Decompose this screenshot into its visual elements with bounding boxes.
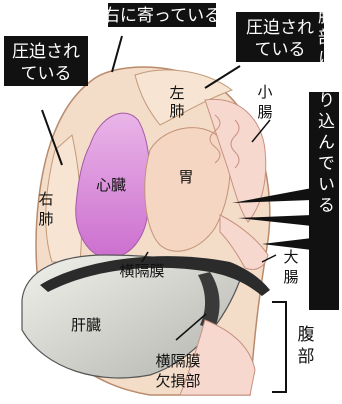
callout-right-shift: 右に寄っている bbox=[103, 3, 221, 27]
callout-compressed-left-line1: 圧迫され bbox=[12, 42, 80, 62]
callout-right-shift-text: 右に寄っている bbox=[103, 6, 221, 26]
callout-compressed-right-line1: 圧迫され bbox=[246, 18, 314, 38]
label-defect-1: 横隔膜 bbox=[155, 352, 200, 370]
label-defect-2: 欠損部 bbox=[155, 372, 200, 390]
label-right-lung-1: 右 bbox=[38, 190, 53, 208]
callout-entering-chest-text: 胸部に入り込んでいる bbox=[314, 7, 335, 217]
pointer-heart bbox=[112, 36, 122, 72]
label-stomach: 胃 bbox=[178, 168, 193, 186]
label-left-lung-2: 肺 bbox=[169, 102, 184, 120]
callout-compressed-left: 圧迫され ている bbox=[4, 36, 88, 86]
label-right-lung-2: 肺 bbox=[38, 210, 53, 228]
label-large-intestine-2: 腸 bbox=[283, 268, 298, 286]
label-diaphragm: 横隔膜 bbox=[119, 262, 164, 280]
label-small-intestine-2: 腸 bbox=[257, 103, 272, 121]
abdomen-bracket bbox=[272, 302, 286, 392]
callout-compressed-right-line2: ている bbox=[255, 40, 306, 60]
callout-compressed-left-line2: ている bbox=[21, 64, 72, 84]
label-heart: 心臓 bbox=[96, 176, 126, 194]
callout-compressed-right: 圧迫され ている bbox=[236, 12, 324, 62]
label-abdomen-2: 部 bbox=[298, 347, 315, 367]
label-left-lung-1: 左 bbox=[169, 84, 184, 102]
label-large-intestine-1: 大 bbox=[283, 248, 298, 266]
label-abdomen-1: 腹 bbox=[298, 325, 315, 345]
callout-entering-chest: 胸部に入り込んでいる bbox=[309, 7, 339, 310]
label-small-intestine-1: 小 bbox=[257, 83, 272, 101]
label-liver: 肝臓 bbox=[71, 316, 101, 334]
